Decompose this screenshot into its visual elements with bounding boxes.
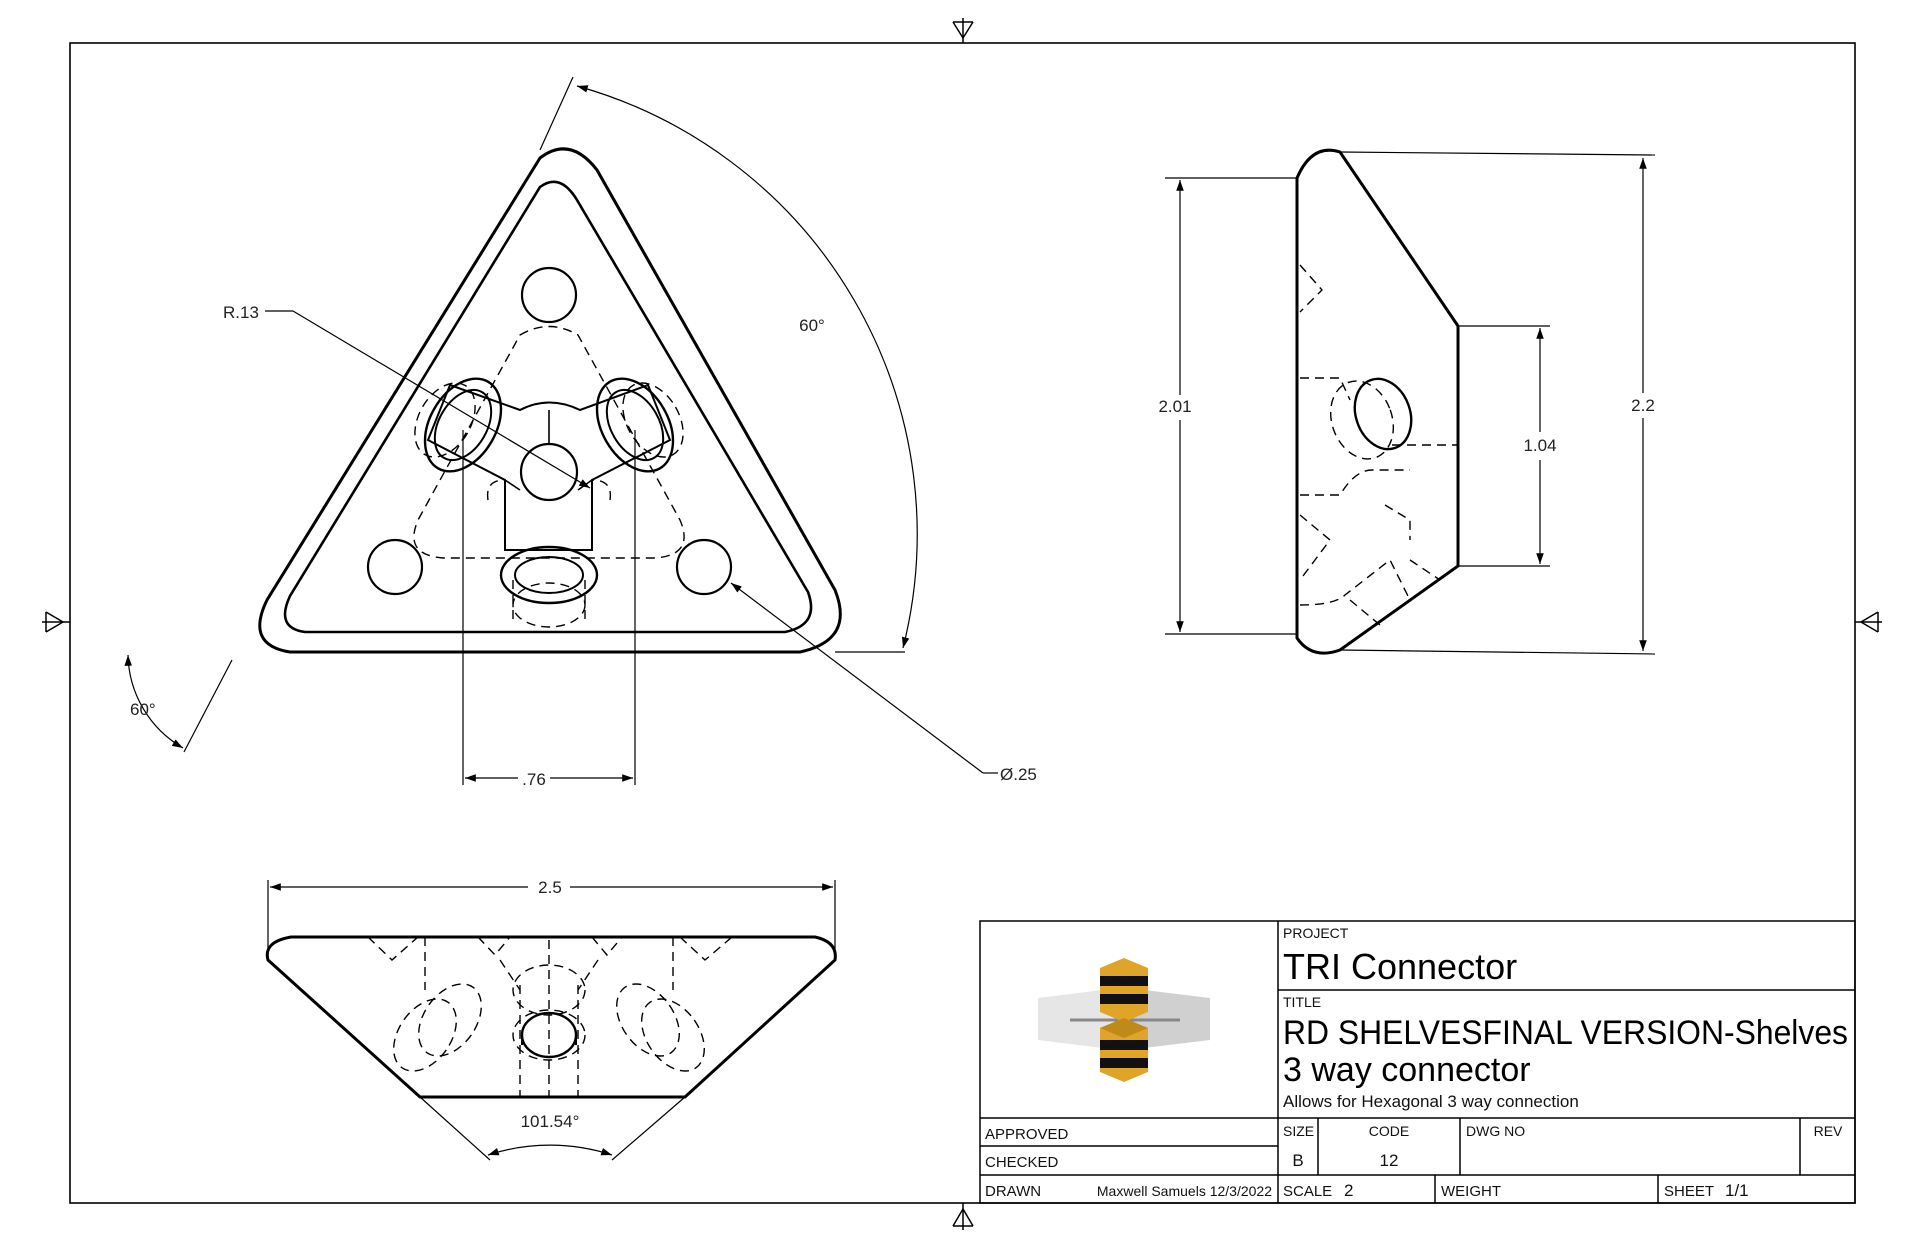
- description: Allows for Hexagonal 3 way connection: [1283, 1092, 1579, 1111]
- sheet-value: 1/1: [1725, 1181, 1749, 1200]
- dim-hole-diameter: Ø.25: [1000, 765, 1037, 784]
- project-name: TRI Connector: [1283, 946, 1517, 987]
- dim-radius: R.13: [223, 303, 259, 322]
- honeycomb-bee-logo-icon: [1038, 958, 1210, 1082]
- top-view: [258, 147, 842, 654]
- drawn-by: Maxwell Samuels 12/3/2022: [1097, 1183, 1272, 1199]
- arrow-centering-mark-bottom-icon: [952, 1203, 974, 1230]
- scale-label: SCALE: [1283, 1183, 1332, 1200]
- dim-front-angle: 101.54°: [521, 1112, 580, 1131]
- size-label: SIZE: [1283, 1123, 1314, 1139]
- dim-side-height-outer: 2.2: [1631, 396, 1655, 415]
- weight-label: WEIGHT: [1441, 1183, 1501, 1200]
- dim-top-angle: 60°: [799, 316, 825, 335]
- title-label: TITLE: [1283, 994, 1321, 1010]
- dim-front-width: 2.5: [538, 878, 562, 897]
- rev-label: REV: [1814, 1123, 1843, 1139]
- scale-value: 2: [1344, 1181, 1353, 1200]
- code-label: CODE: [1369, 1123, 1409, 1139]
- drawn-label: DRAWN: [985, 1183, 1041, 1200]
- size-value: B: [1292, 1151, 1303, 1170]
- dim-hole-spacing: .76: [522, 770, 546, 789]
- approved-label: APPROVED: [985, 1126, 1069, 1143]
- arrow-centering-mark-right-icon: [1855, 611, 1882, 633]
- code-value: 12: [1380, 1151, 1399, 1170]
- project-label: PROJECT: [1283, 925, 1349, 941]
- dim-left-angle: 60°: [130, 700, 156, 719]
- title-block: [979, 920, 1856, 1204]
- dim-side-height-mid: 1.04: [1523, 436, 1556, 455]
- side-view: [1295, 148, 1460, 655]
- checked-label: CHECKED: [985, 1154, 1059, 1171]
- dim-side-height-inner: 2.01: [1158, 397, 1191, 416]
- arrow-centering-mark-left-icon: [42, 611, 70, 633]
- title-line1: RD SHELVESFINAL VERSION-Shelves: [1283, 1014, 1848, 1052]
- dwg-no-label: DWG NO: [1466, 1123, 1525, 1139]
- sheet-label: SHEET: [1664, 1183, 1714, 1200]
- arrow-centering-mark-top-icon: [952, 18, 974, 43]
- title-line2: 3 way connector: [1283, 1051, 1531, 1089]
- front-view: [265, 935, 837, 1099]
